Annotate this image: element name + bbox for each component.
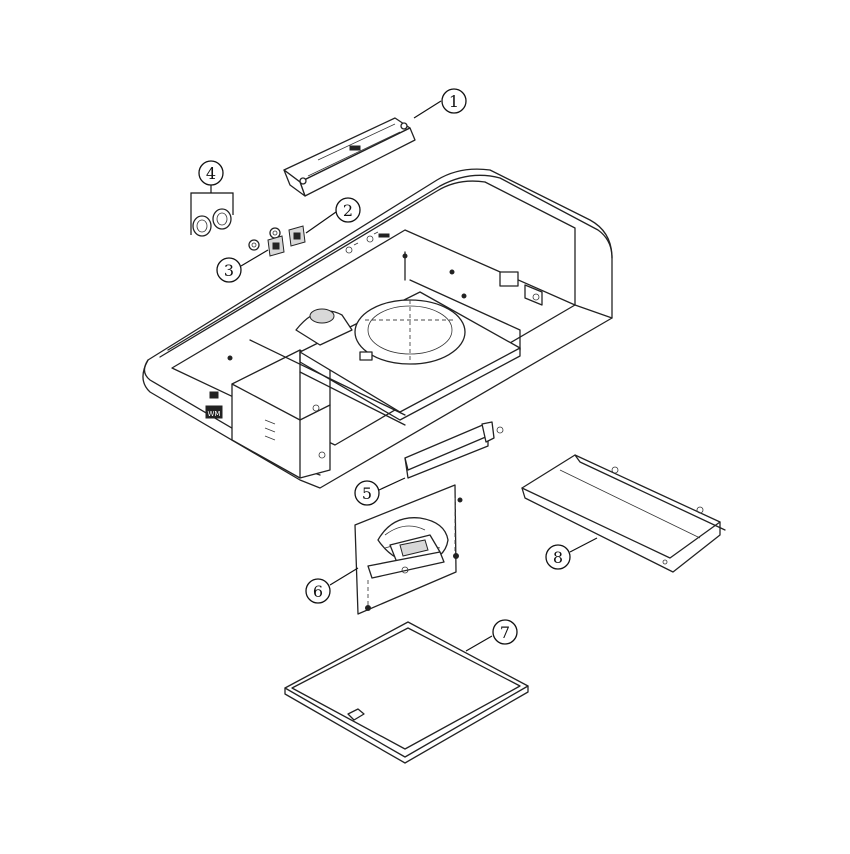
- callout-3: 3: [216, 249, 269, 283]
- callout-1: 1: [413, 88, 467, 119]
- callout-4: 4: [198, 160, 224, 186]
- callout-5-label: 5: [362, 484, 372, 503]
- part-5-bracket: [404, 421, 504, 479]
- callout-3-label: 3: [224, 261, 234, 280]
- part-6-blower-motor: [354, 484, 463, 615]
- callout-6-label: 6: [313, 582, 323, 601]
- callout-8-label: 8: [553, 548, 563, 567]
- callout-7-label: 7: [500, 623, 510, 642]
- part-4-knobs: [190, 185, 234, 237]
- callout-5: 5: [354, 477, 406, 506]
- range-hood-body: WM: [142, 168, 613, 489]
- logo-badge-text: WM: [208, 410, 221, 418]
- part-1-light-cover: [283, 117, 416, 197]
- callout-1-label: 1: [449, 92, 459, 111]
- part-7-filter-frame: [284, 621, 529, 764]
- callout-6: 6: [305, 567, 359, 604]
- part-8-duct-panel: [521, 454, 726, 573]
- part-2-3-switches: [248, 225, 306, 257]
- callout-7: 7: [465, 619, 518, 652]
- callout-2: 2: [305, 197, 361, 234]
- callout-4-label: 4: [206, 164, 216, 183]
- callout-2-label: 2: [343, 201, 353, 220]
- logo-badge: [205, 405, 223, 419]
- callout-8: 8: [545, 537, 598, 570]
